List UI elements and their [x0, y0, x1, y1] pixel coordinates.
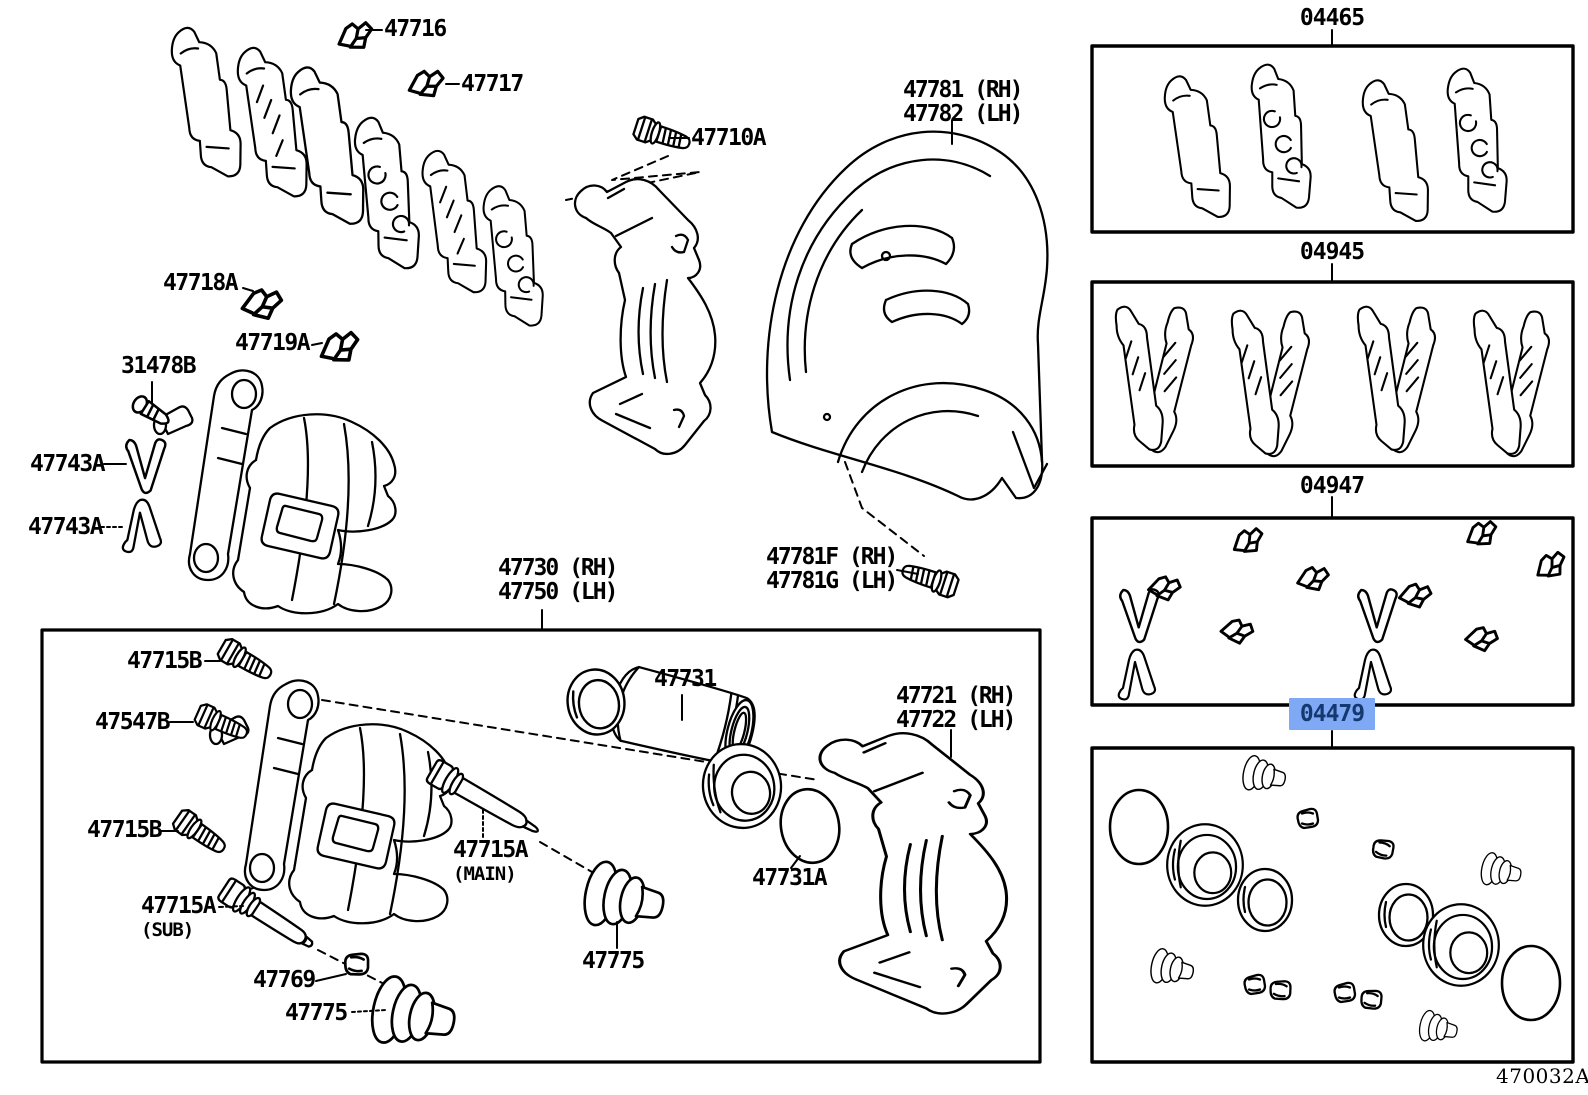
caliper-bracket-upper-drawing: [573, 178, 717, 456]
kit-panel-box-04947: [1090, 516, 1575, 707]
boot-47775-b-drawing: [578, 857, 671, 940]
caliper-assembly-upper-drawing: [152, 369, 397, 615]
clip-47716-drawing: [335, 20, 375, 52]
kit-code-3[interactable]: 04479: [1289, 698, 1375, 730]
part-label-47743A-upper[interactable]: 47743A: [30, 451, 106, 477]
part-label-47715B-a[interactable]: 47715B: [127, 648, 203, 674]
part-label-47722-lh[interactable]: 47722 (LH): [896, 707, 1016, 733]
part-label-47715A-main[interactable]: 47715A (MAIN): [453, 837, 529, 886]
part-label-47731[interactable]: 47731: [654, 666, 717, 692]
clip-47719A-drawing: [317, 330, 362, 365]
kit-code-0[interactable]: 04465: [1299, 5, 1365, 31]
part-label-47781G-lh[interactable]: 47781G (LH): [766, 568, 898, 594]
part-label-47721-rh[interactable]: 47721 (RH): [896, 683, 1016, 709]
part-label-31478B[interactable]: 31478B: [121, 353, 197, 379]
part-label-47782-lh[interactable]: 47782 (LH): [903, 101, 1023, 127]
part-label-47717[interactable]: 47717: [461, 71, 524, 97]
part-label-47781-rh[interactable]: 47781 (RH): [903, 77, 1023, 103]
diagram-footer-code: 470032A: [1496, 1064, 1588, 1088]
clip-47718A-drawing: [239, 285, 285, 322]
kit-04947-clips-drawing: [1117, 519, 1570, 701]
boot-47775-a-drawing: [365, 972, 462, 1058]
part-label-47775-b[interactable]: 47775: [582, 948, 645, 974]
part-label-47743A-lower[interactable]: 47743A: [28, 514, 104, 540]
cap-47769-drawing: [341, 949, 372, 979]
bolt-47715B-b-drawing: [169, 806, 232, 861]
spring-47743A-lower-drawing: [121, 498, 163, 554]
part-label-47718A[interactable]: 47718A: [163, 270, 239, 296]
part-label-47715A-sub[interactable]: 47715A (SUB): [141, 893, 217, 942]
kit-04945-shims-drawing: [1103, 301, 1555, 460]
part-label-47781F-47781G[interactable]: 47781F (RH) 47781G (LH): [766, 544, 898, 594]
kit-code-1[interactable]: 04945: [1299, 239, 1365, 265]
part-label-47721-47722[interactable]: 47721 (RH) 47722 (LH): [896, 683, 1016, 733]
oring-47731A-drawing: [773, 783, 847, 869]
part-label-47715B-b[interactable]: 47715B: [87, 817, 163, 843]
bolt-47781F-drawing: [897, 557, 961, 600]
part-label-47781-47782[interactable]: 47781 (RH) 47782 (LH): [903, 77, 1023, 127]
spring-47743A-upper-drawing: [125, 438, 167, 495]
clip-47717-drawing: [407, 69, 445, 98]
kit-code-2[interactable]: 04947: [1299, 473, 1365, 499]
kit-04479-cylinder-kit-drawing: [1108, 753, 1562, 1048]
kit-panel-box-04465: [1090, 44, 1575, 234]
part-label-47715A-main-number[interactable]: 47715A: [453, 837, 529, 863]
part-label-47781F-rh[interactable]: 47781F (RH): [766, 544, 898, 570]
leader-lines: [100, 29, 1333, 1013]
part-label-47769[interactable]: 47769: [253, 967, 316, 993]
part-label-47715A-main-note: (MAIN): [453, 863, 517, 885]
part-label-47715A-sub-number[interactable]: 47715A: [141, 893, 217, 919]
part-label-47750-lh[interactable]: 47750 (LH): [498, 579, 618, 605]
main-caliper-kit-box: [40, 628, 1042, 1064]
kit-panel-box-04479: [1090, 746, 1575, 1064]
part-label-47715A-sub-note: (SUB): [141, 919, 194, 941]
dust-shield-drawing: [765, 130, 1049, 501]
kit-04465-pads-drawing: [1154, 60, 1514, 230]
part-label-47731A[interactable]: 47731A: [752, 865, 828, 891]
part-label-47730-47750[interactable]: 47730 (RH) 47750 (LH): [498, 555, 618, 605]
caliper-bracket-47721-drawing: [818, 731, 1009, 1016]
bolt-47710A-drawing: [631, 114, 695, 157]
part-label-47710A[interactable]: 47710A: [691, 125, 767, 151]
part-label-47719A[interactable]: 47719A: [235, 330, 311, 356]
part-label-47730-rh[interactable]: 47730 (RH): [498, 555, 618, 581]
part-label-47547B[interactable]: 47547B: [95, 709, 171, 735]
part-label-47775-a[interactable]: 47775: [285, 1000, 348, 1026]
kit-panel-box-04945: [1090, 280, 1575, 468]
bolt-47715B-a-drawing: [214, 635, 278, 687]
part-label-47716[interactable]: 47716: [384, 16, 447, 42]
